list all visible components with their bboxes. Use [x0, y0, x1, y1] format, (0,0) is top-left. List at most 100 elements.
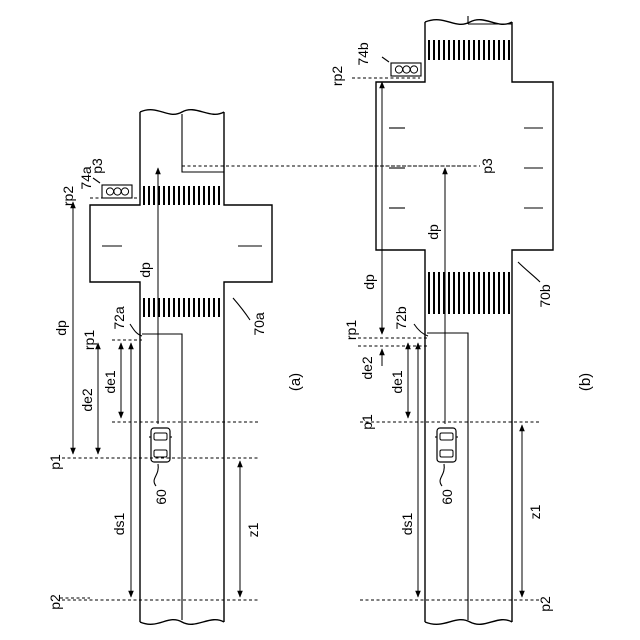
- crosswalk-stripe: [218, 186, 220, 205]
- crosswalk-stripe: [438, 272, 440, 314]
- panel-a: p1 p2 rp1 rp2 p3 74a 72a dp dp de1 de2 d…: [47, 110, 304, 625]
- crosswalk-stripe: [163, 186, 165, 205]
- crosswalk-stripe: [503, 272, 505, 314]
- label-rp1-a: rp1: [81, 330, 97, 350]
- crosswalk-stripe: [488, 272, 490, 314]
- crosswalk-stripe: [153, 186, 155, 205]
- label-60-b: 60: [439, 489, 455, 505]
- crosswalk-stripe: [178, 298, 180, 317]
- label-dp-road-a: dp: [137, 262, 153, 278]
- label-60-a: 60: [153, 489, 169, 505]
- crosswalk-stripe: [453, 272, 455, 314]
- crosswalk-stripe: [468, 40, 470, 60]
- crosswalk-stripe: [178, 186, 180, 205]
- label-72b: 72b: [393, 306, 409, 330]
- crosswalk-stripe: [498, 272, 500, 314]
- crosswalk-stripe: [433, 272, 435, 314]
- crosswalk-stripe: [463, 272, 465, 314]
- crosswalk-stripe: [188, 298, 190, 317]
- caption-a: (a): [287, 373, 304, 391]
- crosswalk-stripe: [198, 186, 200, 205]
- label-de1-b: de1: [389, 370, 405, 394]
- vehicle-60-a: [149, 428, 172, 486]
- label-dp-road-b: dp: [425, 224, 441, 240]
- crosswalk-stripe: [428, 272, 430, 314]
- label-p2-a: p2: [47, 594, 63, 610]
- crosswalk-lower-b: [428, 272, 510, 314]
- crosswalk-stripe: [503, 40, 505, 60]
- panel-b: p1 p2 p3 rp1 rp2 74b 72b dp dp de1 de2 d…: [182, 16, 594, 624]
- label-p2-b: p2: [537, 596, 553, 612]
- crosswalk-stripe: [463, 40, 465, 60]
- label-de2-a: de2: [79, 388, 95, 412]
- crosswalk-stripe: [208, 298, 210, 317]
- label-72a: 72a: [111, 306, 127, 330]
- crosswalk-stripe: [483, 272, 485, 314]
- crosswalk-stripe: [483, 40, 485, 60]
- caption-b: (b): [577, 373, 594, 391]
- crosswalk-stripe: [183, 186, 185, 205]
- crosswalk-stripe: [453, 40, 455, 60]
- crosswalk-stripe: [218, 298, 220, 317]
- crosswalk-stripe: [173, 186, 175, 205]
- crosswalk-stripe: [473, 40, 475, 60]
- crosswalk-stripe: [438, 40, 440, 60]
- crosswalk-stripe: [203, 186, 205, 205]
- crosswalk-stripe: [458, 40, 460, 60]
- crosswalk-stripe: [198, 298, 200, 317]
- crosswalk-stripe: [163, 298, 165, 317]
- crosswalk-stripe: [498, 40, 500, 60]
- crosswalk-stripe: [433, 40, 435, 60]
- label-rp1-b: rp1: [343, 320, 359, 340]
- label-rp2-b: rp2: [329, 66, 345, 86]
- label-de1-a: de1: [102, 370, 118, 394]
- traffic-signal-74b: [382, 57, 421, 76]
- label-z1-b: z1: [527, 504, 543, 519]
- label-de2-b: de2: [359, 356, 375, 380]
- crosswalk-stripe: [478, 40, 480, 60]
- crosswalk-stripe: [168, 186, 170, 205]
- label-p3-b: p3: [479, 158, 495, 174]
- label-ds1-b: ds1: [399, 513, 415, 536]
- crosswalk-stripe: [508, 272, 510, 314]
- label-74b: 74b: [355, 42, 371, 66]
- crosswalk-stripe: [203, 298, 205, 317]
- crosswalk-stripe: [193, 186, 195, 205]
- label-p1-a: p1: [47, 454, 63, 470]
- crosswalk-stripe: [468, 272, 470, 314]
- label-70b: 70b: [537, 284, 553, 308]
- crosswalk-stripe: [213, 298, 215, 317]
- crosswalk-stripe: [148, 298, 150, 317]
- crosswalk-stripe: [493, 272, 495, 314]
- crosswalk-stripe: [143, 186, 145, 205]
- crosswalk-stripe: [188, 186, 190, 205]
- crosswalk-stripe: [173, 298, 175, 317]
- crosswalk-stripe: [213, 186, 215, 205]
- crosswalk-stripe: [488, 40, 490, 60]
- crosswalk-lower-a: [143, 298, 220, 317]
- dimensions-a: [73, 168, 240, 597]
- crosswalk-stripe: [478, 272, 480, 314]
- label-ds1-a: ds1: [111, 513, 127, 536]
- crosswalk-stripe: [208, 186, 210, 205]
- crosswalk-stripe: [143, 298, 145, 317]
- crosswalk-upper-b: [428, 40, 510, 60]
- crosswalk-stripe: [448, 40, 450, 60]
- crosswalk-stripe: [508, 40, 510, 60]
- label-dp-side-b: dp: [361, 274, 377, 290]
- label-74a: 74a: [78, 166, 94, 190]
- crosswalk-stripe: [458, 272, 460, 314]
- label-z1-a: z1: [245, 522, 261, 537]
- traffic-signal-74a: [93, 178, 132, 198]
- crosswalk-stripe: [183, 298, 185, 317]
- crosswalk-stripe: [443, 40, 445, 60]
- crosswalk-stripe: [493, 40, 495, 60]
- crosswalk-stripe: [473, 272, 475, 314]
- crosswalk-stripe: [153, 298, 155, 317]
- label-dp-side-a: dp: [53, 320, 69, 336]
- crosswalk-upper-a: [143, 186, 220, 205]
- crosswalk-stripe: [168, 298, 170, 317]
- crosswalk-stripe: [148, 186, 150, 205]
- vehicle-60-b: [435, 428, 458, 486]
- label-70a: 70a: [251, 312, 267, 336]
